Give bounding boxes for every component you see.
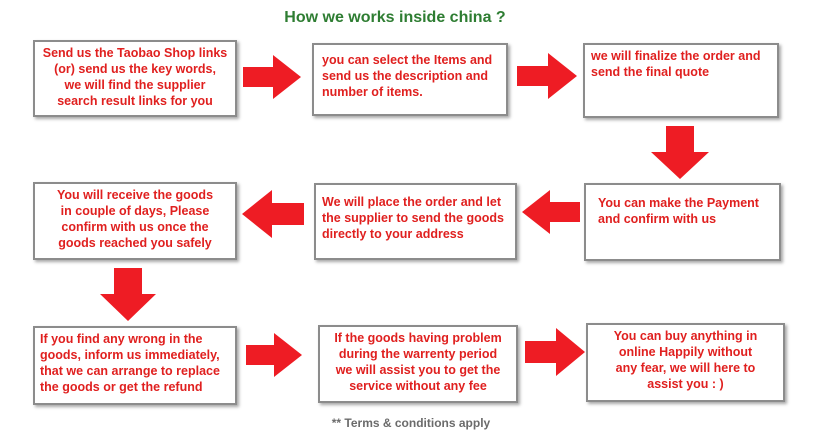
arrow-left-icon (242, 190, 304, 238)
step-1-box: Send us the Taobao Shop links (or) send … (33, 40, 237, 117)
step-9-box: You can buy anything in online Happily w… (586, 323, 785, 402)
step-7-box: If you find any wrong in the goods, info… (33, 326, 237, 405)
arrow-right-icon (243, 55, 301, 99)
step-2-box: you can select the Items and send us the… (312, 43, 508, 116)
arrow-right-icon (525, 328, 585, 376)
step-5-box: We will place the order and let the supp… (314, 183, 517, 260)
page-title: How we works inside china ? (284, 9, 506, 26)
arrow-down-icon (100, 268, 156, 321)
step-4-box: You can make the Payment and confirm wit… (584, 183, 781, 261)
arrow-down-icon (651, 126, 709, 179)
arrow-right-icon (246, 333, 302, 377)
step-6-box: You will receive the goods in couple of … (33, 182, 237, 260)
step-8-box: If the goods having problem during the w… (318, 325, 518, 403)
arrow-left-icon (522, 190, 580, 234)
terms-note: ** Terms & conditions apply (331, 416, 491, 430)
step-3-box: we will finalize the order and send the … (583, 43, 779, 118)
arrow-right-icon (517, 53, 577, 99)
